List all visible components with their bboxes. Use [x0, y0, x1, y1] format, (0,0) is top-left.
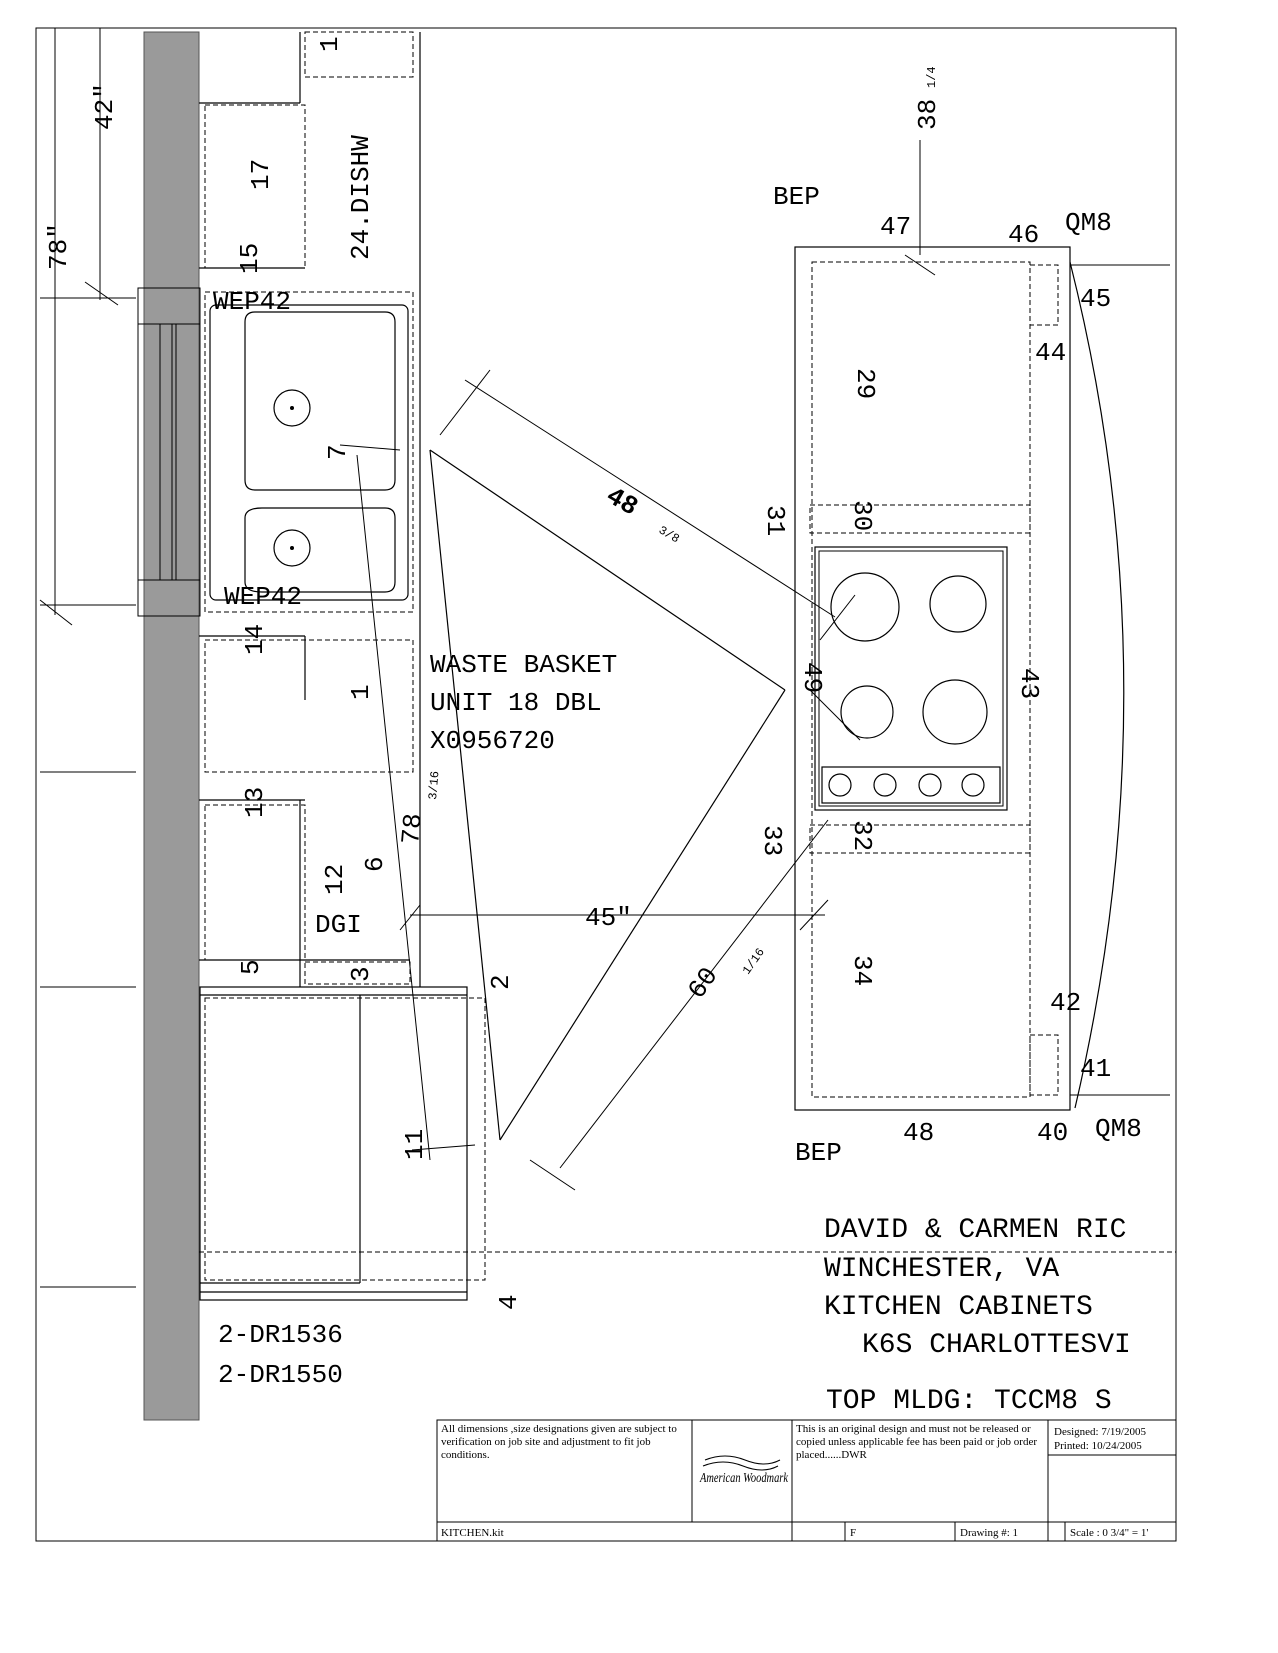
label-qm8-bottom: QM8 [1095, 1114, 1142, 1144]
american-woodmark-logo: American Woodmark [699, 1455, 789, 1486]
label-48: 48 [903, 1118, 934, 1148]
label-1: 1 [315, 36, 345, 52]
door-label-1: 2-DR1536 [218, 1320, 343, 1350]
scale: Scale : 0 3/4" = 1' [1070, 1527, 1148, 1539]
printed-date: Printed: 10/24/2005 [1054, 1440, 1142, 1452]
title-block [436, 1419, 1177, 1542]
label-3: 3 [346, 966, 376, 982]
disclaimer-text: All dimensions ,size designations given … [441, 1423, 677, 1461]
logo-text: American Woodmark [699, 1471, 788, 1486]
label-41: 41 [1080, 1054, 1111, 1084]
label-34: 34 [847, 955, 877, 986]
pantry-cabinet [199, 986, 1176, 1301]
window [137, 287, 201, 617]
sink [209, 304, 409, 601]
label-11: 11 [400, 1129, 430, 1160]
label-2: 2 [486, 974, 516, 990]
dim-48: 48 [601, 481, 643, 523]
dim-38: 38 [913, 99, 943, 130]
client-location: WINCHESTER, VA [824, 1254, 1059, 1285]
waste-basket-line3: X0956720 [430, 726, 555, 756]
dim-78b-fraction: 3/16 [426, 770, 442, 800]
project-info: DAVID & CARMEN RIC WINCHESTER, VA KITCHE… [824, 1215, 1131, 1417]
project-type: KITCHEN CABINETS [824, 1292, 1093, 1323]
dimension-lines [339, 140, 936, 1191]
label-bep-bottom: BEP [795, 1138, 842, 1168]
cooktop [814, 546, 1008, 811]
top-molding: TOP MLDG: TCCM8 S [826, 1386, 1112, 1417]
file-name: KITCHEN.kit [441, 1527, 504, 1539]
label-43: 43 [1014, 668, 1044, 699]
label-dgi: DGI [315, 910, 362, 940]
label-40: 40 [1037, 1118, 1068, 1148]
label-6: 6 [360, 856, 390, 872]
designed-date: Designed: 7/19/2005 [1054, 1426, 1146, 1438]
label-4: 4 [494, 1294, 524, 1310]
label-dishwasher: 24.DISHW [346, 135, 376, 260]
label-32: 32 [847, 820, 877, 851]
dim-60-fraction: 1/16 [740, 946, 768, 978]
work-triangle [429, 449, 786, 1141]
label-14: 14 [240, 624, 270, 655]
cabinet-style: K6S CHARLOTTESVI [862, 1330, 1131, 1361]
label-bep-top: BEP [773, 182, 820, 212]
label-30: 30 [847, 500, 877, 531]
label-17: 17 [246, 159, 276, 190]
wall [143, 31, 200, 1421]
dimension-labels: 38 1/4 48 3/8 45" 60 1/16 78 3/16 [396, 66, 943, 1004]
label-qm8-top: QM8 [1065, 208, 1112, 238]
waste-basket-line2: UNIT 18 DBL [430, 688, 602, 718]
door-label-2: 2-DR1550 [218, 1360, 343, 1390]
label-44: 44 [1035, 338, 1066, 368]
label-7: 7 [323, 444, 353, 460]
island [794, 246, 1170, 1111]
label-wep42-bottom: WEP42 [224, 582, 302, 612]
plan-labels: 1 24.DISHW 17 15 WEP42 7 WEP42 14 1 13 1… [213, 36, 1142, 1390]
label-5: 5 [236, 959, 266, 975]
label-31: 31 [760, 505, 790, 536]
label-13: 13 [240, 787, 270, 818]
label-46: 46 [1008, 220, 1039, 250]
drawing-number: Drawing #: 1 [960, 1527, 1018, 1539]
label-33: 33 [757, 825, 787, 856]
copyright-text: This is an original design and must not … [796, 1423, 1037, 1461]
label-45: 45 [1080, 284, 1111, 314]
revision: F [850, 1527, 856, 1539]
label-15: 15 [235, 243, 265, 274]
dim-78b: 78 [396, 812, 429, 846]
dim-45: 45" [585, 903, 632, 933]
dim-48-fraction: 3/8 [656, 523, 682, 546]
label-wep42-top: WEP42 [213, 287, 291, 317]
label-29: 29 [850, 368, 880, 399]
label-49: 49 [797, 662, 827, 693]
label-47: 47 [880, 212, 911, 242]
dim-60: 60 [682, 962, 724, 1005]
dim-42: 42" [90, 83, 120, 130]
label-12: 12 [320, 864, 350, 895]
waste-basket-line1: WASTE BASKET [430, 650, 617, 680]
left-dimension-lines [39, 28, 136, 1288]
client-name: DAVID & CARMEN RIC [824, 1215, 1126, 1246]
dim-38-fraction: 1/4 [925, 66, 939, 88]
dim-78: 78" [44, 223, 74, 270]
left-cabinets [199, 31, 421, 987]
label-1b: 1 [346, 684, 376, 700]
label-42: 42 [1050, 988, 1081, 1018]
